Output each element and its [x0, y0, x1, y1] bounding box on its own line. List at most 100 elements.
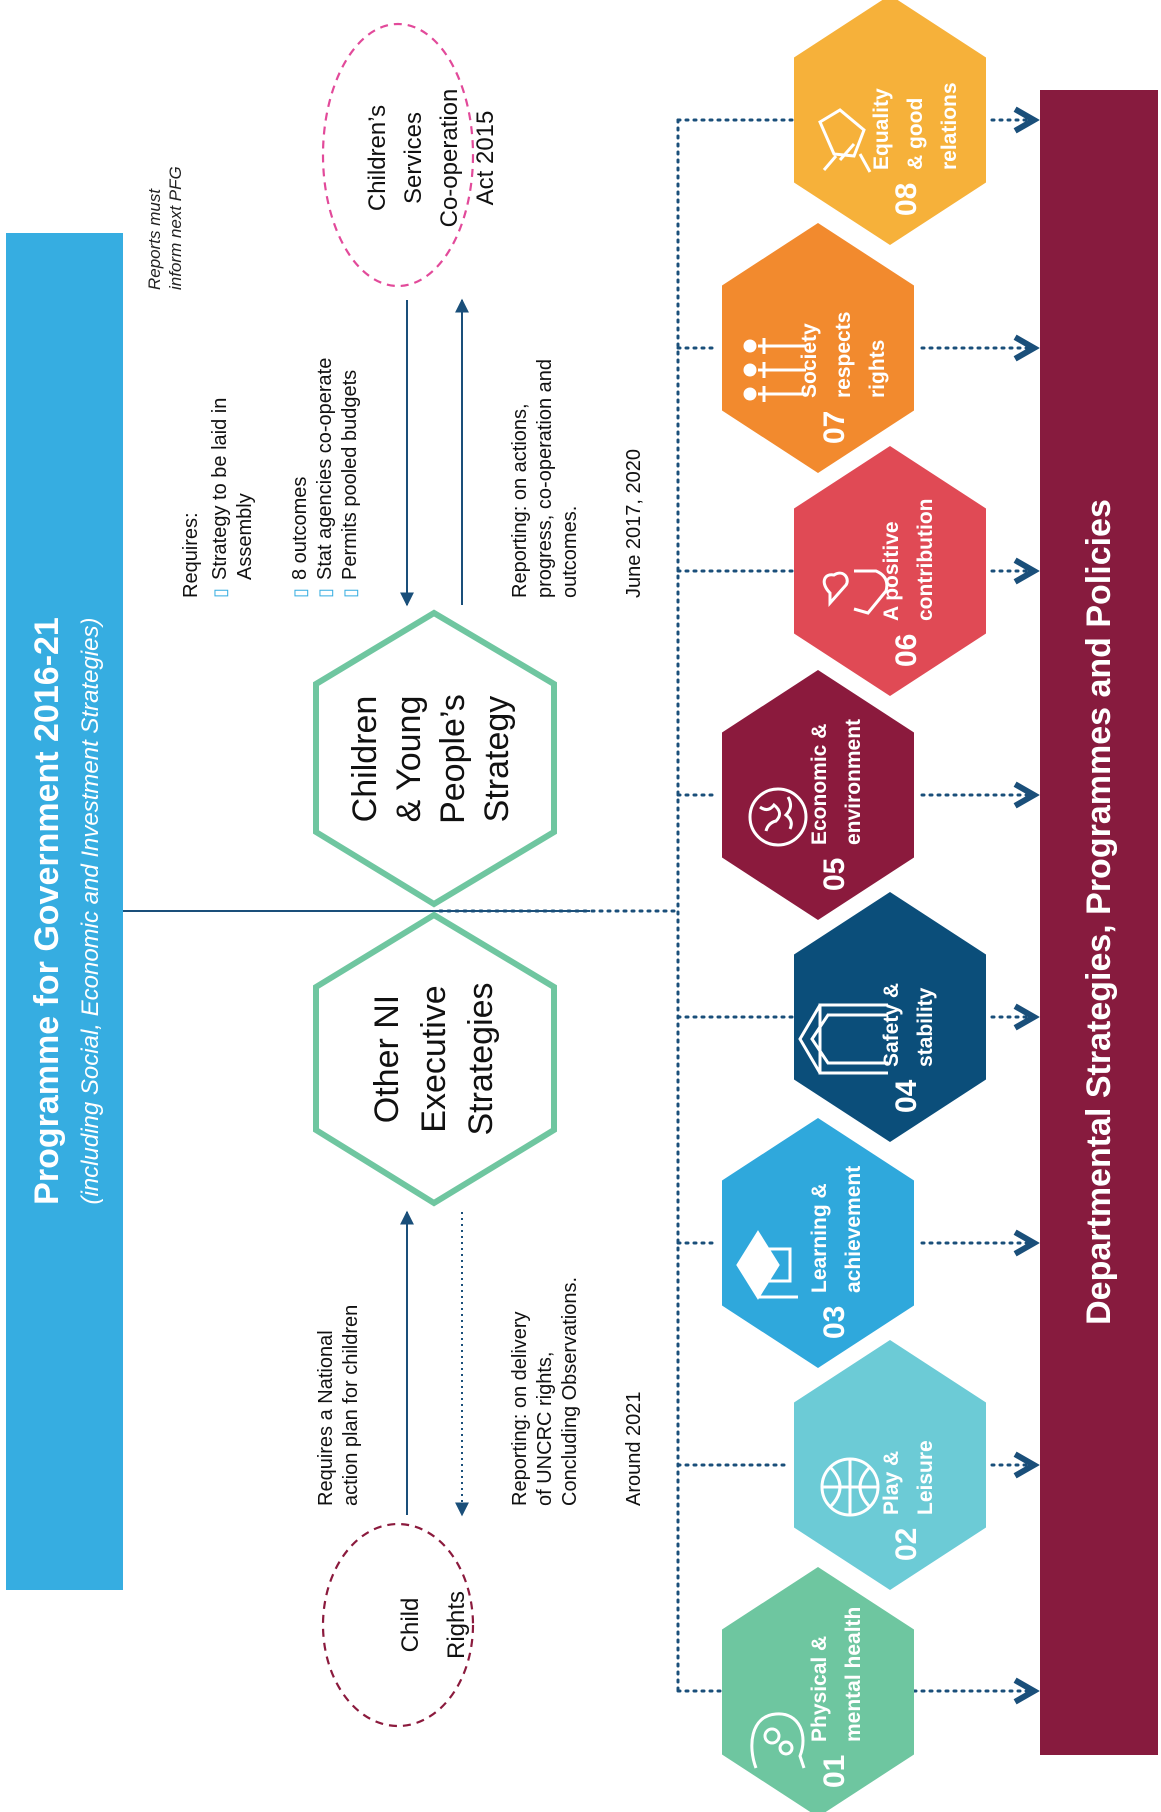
reporting-uncrc-line-2: of UNCRC rights, — [534, 1352, 556, 1506]
programme-for-government-panel: Programme for Government 2016-21 (includ… — [6, 233, 123, 1590]
requires-item-2: 8 outcomes — [289, 477, 311, 580]
other-strategies-line-1: Other NI — [368, 995, 406, 1123]
outcome-label-2: stability — [914, 987, 937, 1067]
reporting-uncrc-line-1: Reporting: on delivery — [509, 1311, 531, 1506]
outcome-hexagon-shape — [794, 0, 986, 245]
reporting-actions-note: Reporting: on actions, progress, co-oper… — [509, 359, 581, 598]
people-icon — [743, 338, 806, 402]
childrens-services-line-1: Children’s — [364, 105, 391, 211]
outcome-label-1: Physical & — [808, 1636, 831, 1742]
outcome-label-3: relations — [938, 82, 961, 170]
head-gears-icon — [750, 1712, 806, 1769]
outcome-number: 05 — [818, 858, 851, 891]
outcome-label-3: rights — [866, 340, 889, 398]
hand-heart-icon — [822, 569, 889, 615]
outcome-label-2: & good — [904, 98, 927, 170]
reporting-actions-line-3: outcomes. — [559, 506, 581, 598]
list-bullet: ▯ — [315, 588, 335, 598]
outcome-label-2: Leisure — [914, 1440, 937, 1515]
reporting-uncrc-line-3: Concluding Observations. — [559, 1277, 581, 1506]
outcome-connectors — [438, 120, 1034, 1691]
outcome-hexagon-07: 07 Society respects rights — [722, 223, 914, 473]
other-ni-executive-strategies-hexagon: Other NI Executive Strategies — [313, 911, 557, 1207]
handshake-icon — [818, 108, 872, 173]
outcome-hexagon-06: 06 A positive contribution — [794, 446, 986, 696]
globe-icon — [748, 787, 808, 847]
departmental-title: Departmental Strategies, Programmes and … — [1080, 499, 1118, 1325]
childrens-services-line-2: Services — [400, 112, 427, 204]
child-rights-ellipse: Child Rights — [321, 1522, 475, 1728]
outcome-number: 04 — [890, 1079, 923, 1113]
childrens-services-line-4: Act 2015 — [472, 111, 499, 206]
pfg-subtitle: (including Social, Economic and Investme… — [77, 618, 104, 1205]
outcome-number: 08 — [890, 183, 923, 216]
outcome-number: 03 — [818, 1306, 851, 1339]
pfg-title: Programme for Government 2016-21 — [28, 617, 66, 1205]
outcome-label-2: mental health — [842, 1607, 865, 1742]
requires-heading: Requires: — [180, 512, 202, 598]
outcome-label-1: Economic & — [808, 724, 831, 845]
child-rights-line-2: Rights — [443, 1591, 470, 1659]
outcome-label-2: contribution — [914, 499, 937, 621]
requires-item-3: Stat agencies co-operate — [314, 358, 336, 580]
outcome-number: 07 — [818, 411, 851, 444]
reporting-actions-line-2: progress, co-operation and — [534, 359, 556, 598]
other-strategies-line-2: Executive — [415, 985, 453, 1132]
basketball-icon — [820, 1457, 880, 1517]
graduation-cap-icon — [736, 1230, 798, 1300]
outcome-number: 01 — [818, 1755, 851, 1788]
outcome-number: 06 — [890, 634, 923, 667]
cyps-line-1: Children — [346, 696, 384, 823]
other-strategies-line-3: Strategies — [462, 982, 500, 1135]
outcome-hexagon-02: 02 Play & Leisure — [794, 1340, 986, 1590]
reports-note-line-2: inform next PFG — [166, 166, 185, 290]
cyps-line-3: People’s — [434, 694, 472, 824]
outcome-hexagon-shape — [722, 223, 914, 473]
childrens-services-act-ellipse: Children’s Services Co-operation Act 201… — [321, 22, 499, 288]
cyps-line-2: & Young — [390, 696, 428, 823]
requires-list: Requires: ▯ ▯ ▯ ▯ Strategy to be laid in… — [180, 358, 361, 598]
list-bullet: ▯ — [340, 588, 360, 598]
outcome-hexagon-04: 04 Safety & stability — [794, 892, 986, 1142]
outcome-label-1: Society — [798, 323, 821, 398]
reports-note: Reports must inform next PFG — [145, 166, 185, 290]
outcome-hexagon-08: 08 Equality & good relations — [794, 0, 986, 245]
outcome-label-2: environment — [842, 719, 865, 845]
childrens-services-line-3: Co-operation — [436, 89, 463, 228]
outcome-hexagon-shape — [794, 1340, 986, 1590]
cyps-line-4: Strategy — [478, 696, 516, 823]
outcome-label-2: achievement — [842, 1166, 865, 1293]
requires-item-4: Permits pooled budgets — [339, 370, 361, 580]
list-bullet: ▯ — [210, 588, 230, 598]
outcome-hexagon-01: 01 Physical & mental health — [722, 1567, 914, 1812]
outcome-hexagon-shape — [722, 670, 914, 920]
requires-national-note: Requires a National action plan for chil… — [315, 1305, 362, 1506]
outcome-number: 02 — [890, 1528, 923, 1561]
outcome-hexagon-shape — [794, 446, 986, 696]
outcome-label-2: respects — [832, 312, 855, 398]
june-2017-2020-label: June 2017, 2020 — [623, 449, 645, 598]
requires-national-line-2: action plan for children — [340, 1305, 362, 1506]
requires-item-1-cont: Assembly — [234, 493, 256, 580]
child-rights-line-1: Child — [397, 1598, 424, 1653]
outcome-hexagon-03: 03 Learning & achievement — [722, 1118, 914, 1368]
departmental-bar: Departmental Strategies, Programmes and … — [1040, 90, 1158, 1755]
outcome-label-1: Equality — [870, 88, 893, 170]
children-young-peoples-strategy-hexagon: Children & Young People’s Strategy — [313, 609, 557, 908]
around-2021-label: Around 2021 — [623, 1391, 645, 1506]
outcome-label-1: A positive — [880, 521, 903, 621]
outcome-hexagons: 01 Physical & mental health 02 Play & Leisure… — [722, 0, 986, 1812]
outcome-hexagon-05: 05 Economic & environment — [722, 670, 914, 920]
reports-note-line-1: Reports must — [145, 188, 164, 290]
reporting-uncrc-note: Reporting: on delivery of UNCRC rights, … — [509, 1277, 581, 1506]
outcome-hexagon-shape — [722, 1118, 914, 1368]
outcome-label-1: Play & — [880, 1451, 903, 1515]
outcome-label-1: Learning & — [808, 1183, 831, 1293]
house-icon — [798, 1003, 888, 1075]
requires-national-line-1: Requires a National — [315, 1330, 337, 1506]
outcome-hexagon-shape — [794, 892, 986, 1142]
reporting-actions-line-1: Reporting: on actions, — [509, 403, 531, 598]
outcome-hexagon-shape — [722, 1567, 914, 1812]
list-bullet: ▯ — [290, 588, 310, 598]
outcome-label-1: Safety & — [880, 983, 903, 1067]
